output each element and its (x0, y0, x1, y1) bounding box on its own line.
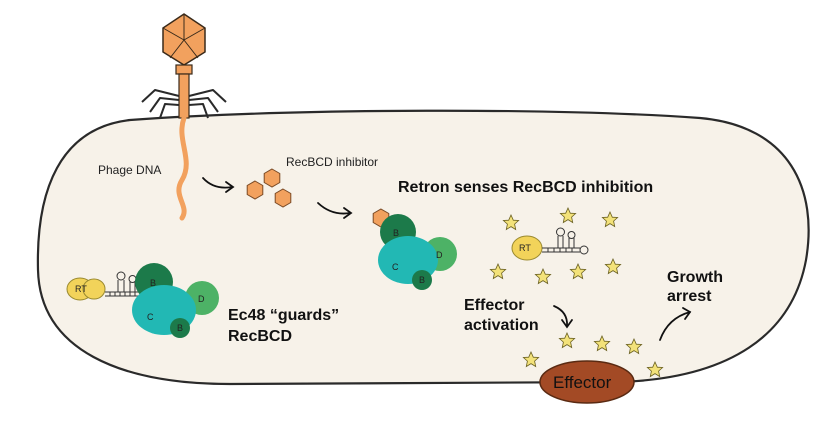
arrow-to-effector (553, 305, 573, 329)
effector-label: Effector (553, 373, 612, 392)
growth-arrest-label-line1: Growth (667, 269, 723, 286)
rt-label: RT (75, 284, 87, 294)
recC-label: C (147, 312, 154, 322)
effector-activation-label-line2: activation (464, 317, 539, 334)
recD-label: D (436, 250, 443, 260)
phage-tail-fibers (141, 89, 227, 119)
phage-collar (175, 64, 193, 75)
rt-protein-lobe (82, 278, 106, 300)
phage-dna-strand (176, 115, 189, 221)
arrow-to-growth-arrest (659, 307, 692, 341)
released-retron: RT (511, 227, 589, 261)
recB-domain-label: B (419, 275, 425, 285)
msr-msd-hairpin (542, 227, 589, 255)
recB-label: B (150, 278, 156, 288)
inhibitor-hexagon (274, 188, 292, 208)
recB-domain (412, 270, 432, 290)
effector-activation-label-line1: Effector (464, 297, 524, 314)
ec48-guards-label-line1: Ec48 “guards” (228, 307, 339, 324)
effector: Effector (539, 360, 635, 404)
msr-msd-hairpin (105, 271, 140, 297)
inhibitor-hexagon (263, 168, 281, 188)
phage-tail (178, 73, 190, 119)
effector-oval (539, 360, 635, 404)
ec48-recbcd-complex: RT B C D B (66, 263, 219, 338)
recB-domain-label: B (177, 323, 183, 333)
recbcd-complex-inhibited: B C D B (372, 208, 457, 290)
rt-label: RT (519, 243, 531, 253)
recC-label: C (392, 262, 399, 272)
growth-arrest-label-line2: arrest (667, 288, 712, 305)
phage (141, 13, 227, 221)
recB-domain (170, 318, 190, 338)
recbcd-inhibitor-label: RecBCD inhibitor (286, 155, 378, 169)
recD-label: D (198, 294, 205, 304)
recB-label: B (393, 228, 399, 238)
phage-dna-label: Phage DNA (98, 163, 161, 177)
inhibitor-hexagon (246, 180, 264, 200)
arrow-inhibitor-to-complex (317, 202, 353, 219)
retron-senses-label: Retron senses RecBCD inhibition (398, 179, 653, 196)
arrow-dna-to-inhibitor (202, 177, 235, 193)
ec48-guards-label-line2: RecBCD (228, 328, 292, 345)
